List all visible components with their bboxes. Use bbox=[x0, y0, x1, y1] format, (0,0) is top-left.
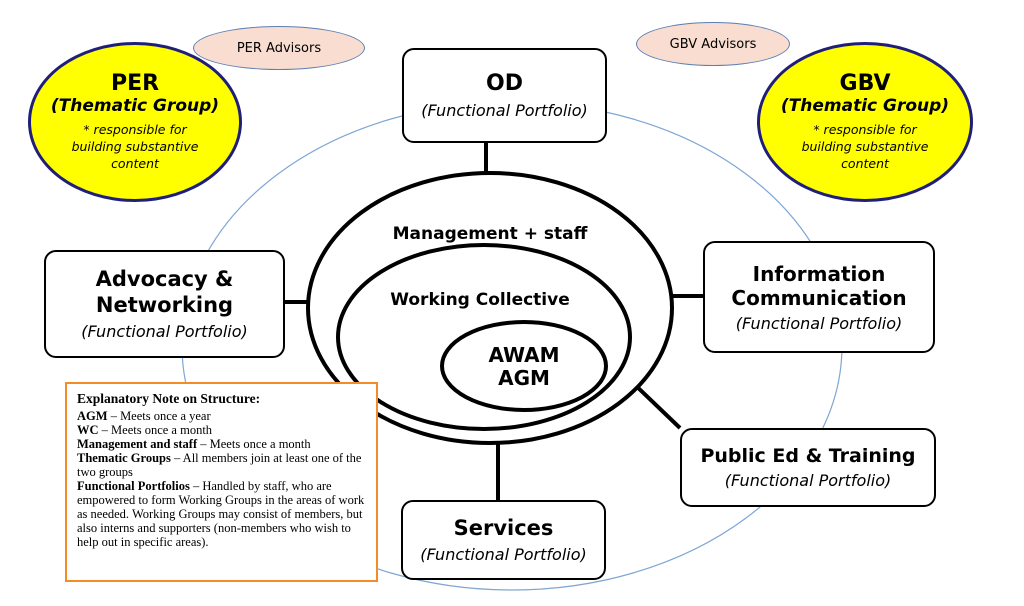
note-item-wc: WC – Meets once a month bbox=[77, 423, 368, 437]
note-item-management: Management and staff – Meets once a mont… bbox=[77, 437, 368, 451]
gbv-note-line1: * responsible for bbox=[813, 122, 917, 138]
per-note-line3: content bbox=[111, 155, 159, 171]
information-subtitle: (Functional Portfolio) bbox=[735, 313, 903, 333]
services-subtitle: (Functional Portfolio) bbox=[420, 545, 587, 565]
working-collective-label: Working Collective bbox=[390, 290, 570, 310]
note-text: – Meets once a year bbox=[107, 409, 211, 424]
note-item-agm: AGM – Meets once a year bbox=[77, 409, 368, 423]
public-ed-portfolio-box: Public Ed & Training (Functional Portfol… bbox=[680, 428, 936, 507]
note-item-functional: Functional Portfolios – Handled by staff… bbox=[77, 479, 368, 549]
per-advisors-label: PER Advisors bbox=[236, 40, 322, 56]
information-portfolio-box: Information Communication (Functional Po… bbox=[703, 241, 935, 353]
od-subtitle: (Functional Portfolio) bbox=[421, 101, 588, 121]
note-item-thematic: Thematic Groups – All members join at le… bbox=[77, 451, 368, 479]
advocacy-portfolio-box: Advocacy & Networking (Functional Portfo… bbox=[44, 250, 285, 358]
note-text: – All members join at least one of the t… bbox=[77, 451, 362, 480]
information-title-line1: Information bbox=[752, 261, 886, 286]
note-text: – Meets once a month bbox=[98, 423, 213, 438]
agm-label: AGM bbox=[498, 366, 550, 390]
public-ed-title: Public Ed & Training bbox=[700, 444, 916, 467]
connector-public-ed bbox=[631, 381, 682, 430]
awam-agm-label: AWAM AGM bbox=[464, 344, 584, 390]
public-ed-subtitle: (Functional Portfolio) bbox=[724, 471, 892, 491]
awam-label: AWAM bbox=[488, 343, 560, 367]
services-title: Services bbox=[453, 515, 554, 540]
advocacy-title-line1: Advocacy & bbox=[95, 267, 234, 292]
note-text: – Meets once a month bbox=[197, 437, 311, 452]
per-note-line2: building substantive bbox=[71, 139, 199, 155]
advocacy-title-line2: Networking bbox=[95, 292, 234, 317]
od-portfolio-box: OD (Functional Portfolio) bbox=[402, 48, 607, 143]
advocacy-subtitle: (Functional Portfolio) bbox=[81, 321, 248, 341]
information-title-line2: Communication bbox=[731, 285, 907, 310]
explanatory-note-title: Explanatory Note on Structure: bbox=[77, 391, 261, 406]
gbv-advisors-bubble: GBV Advisors bbox=[636, 22, 790, 66]
per-note: * responsible for building substantive c… bbox=[60, 122, 210, 173]
management-staff-label: Management + staff bbox=[392, 224, 588, 244]
note-term: WC bbox=[77, 423, 99, 438]
gbv-title: GBV bbox=[839, 71, 891, 97]
services-portfolio-box: Services (Functional Portfolio) bbox=[401, 500, 606, 580]
gbv-note: * responsible for building substantive c… bbox=[790, 122, 940, 173]
per-title: PER bbox=[110, 71, 160, 97]
gbv-note-line3: content bbox=[841, 155, 889, 171]
explanatory-note-box: Explanatory Note on Structure: AGM – Mee… bbox=[65, 382, 378, 582]
note-term: Thematic Groups bbox=[77, 451, 171, 466]
per-thematic-group: PER (Thematic Group) * responsible for b… bbox=[28, 42, 242, 202]
note-term: Functional Portfolios bbox=[77, 479, 190, 494]
gbv-note-line2: building substantive bbox=[801, 139, 929, 155]
gbv-thematic-group: GBV (Thematic Group) * responsible for b… bbox=[757, 42, 973, 202]
od-title: OD bbox=[486, 70, 523, 96]
per-note-line1: * responsible for bbox=[83, 122, 187, 138]
awam-agm-ellipse bbox=[440, 320, 608, 412]
gbv-advisors-label: GBV Advisors bbox=[669, 36, 757, 52]
note-term: Management and staff bbox=[77, 437, 198, 452]
per-advisors-bubble: PER Advisors bbox=[193, 26, 365, 70]
note-text: – Handled by staff, who are empowered to… bbox=[77, 479, 365, 550]
gbv-subtitle: (Thematic Group) bbox=[780, 96, 950, 117]
note-term: AGM bbox=[77, 409, 108, 424]
per-subtitle: (Thematic Group) bbox=[50, 96, 220, 117]
